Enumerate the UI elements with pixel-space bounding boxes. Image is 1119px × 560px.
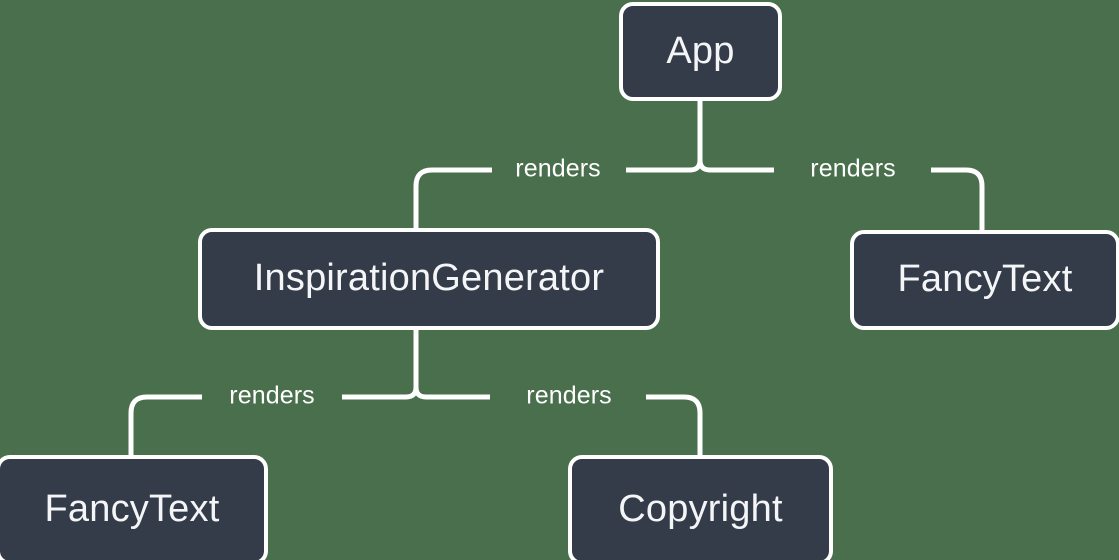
edge-label-app-to-fancytext-right: renders [810, 154, 896, 183]
node-fancytext-left[interactable]: FancyText [0, 455, 268, 560]
node-fancytext-right[interactable]: FancyText [850, 230, 1119, 330]
node-app[interactable]: App [619, 2, 782, 101]
edge-label-inspiration-generator-to-copyright: renders [526, 381, 612, 410]
edge-label-inspiration-generator-to-fancytext-left: renders [229, 381, 315, 410]
node-copyright-label: Copyright [618, 488, 783, 530]
node-copyright[interactable]: Copyright [568, 455, 833, 560]
node-inspiration-generator-label: InspirationGenerator [253, 257, 605, 299]
node-inspiration-generator[interactable]: InspirationGenerator [198, 228, 660, 330]
node-app-label: App [666, 29, 735, 72]
edge-label-app-to-inspiration-generator: renders [515, 154, 601, 183]
node-fancytext-left-label: FancyText [44, 488, 220, 530]
node-fancytext-right-label: FancyText [897, 258, 1073, 300]
